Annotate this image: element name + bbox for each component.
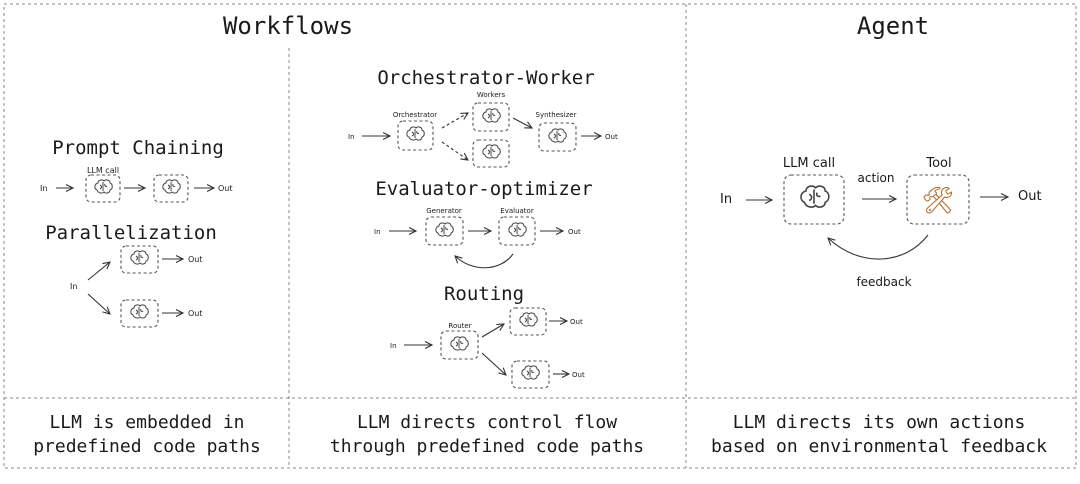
llm-node: [498, 216, 536, 246]
arrow: [441, 141, 468, 160]
routing-out2-label: Out: [572, 371, 585, 379]
llm-node: [85, 174, 121, 203]
routing-diagram: Routing In Router Out Out: [390, 283, 585, 389]
arrow: [441, 113, 468, 129]
llm-node: [440, 330, 479, 360]
feedback-loop-arrow: [455, 253, 514, 269]
llm-node: [397, 120, 434, 151]
brain-icon: [508, 222, 527, 237]
orchestrator-out-label: Out: [605, 133, 618, 141]
parallelization-title: Parallelization: [45, 222, 217, 244]
llm-node: [472, 102, 510, 132]
tool-node: [906, 174, 970, 225]
brain-icon: [800, 185, 830, 208]
agent-title: Agent: [857, 12, 929, 40]
arrow: [512, 117, 532, 128]
orchestrator-worker-diagram: Orchestrator-Worker In Orchestrator Work…: [348, 67, 618, 168]
orchestrator-worker-title: Orchestrator-Worker: [377, 67, 594, 89]
agent-caption-line2: based on environmental feedback: [711, 436, 1047, 457]
llm-call-label: LLM call: [87, 166, 119, 175]
llm-node: [472, 139, 510, 168]
orchestrator-label: Orchestrator: [393, 111, 437, 119]
synthesizer-label: Synthesizer: [536, 111, 577, 119]
routing-in-label: In: [390, 342, 397, 350]
orchestrator-in-label: In: [348, 133, 355, 141]
agent-llm-call-label: LLM call: [783, 156, 835, 171]
agent-out-label: Out: [1018, 189, 1042, 204]
llm-node: [153, 174, 189, 203]
agent-caption-line1: LLM directs its own actions: [733, 412, 1026, 433]
workers-label: Workers: [477, 91, 506, 99]
outer-frame: [3, 3, 1077, 469]
arrow: [481, 324, 504, 338]
brain-icon: [450, 336, 469, 351]
hammer-wrench-icon: 🛠: [921, 186, 954, 216]
evaluator-out-label: Out: [568, 228, 581, 236]
parallelization-in-label: In: [70, 282, 77, 291]
parallelization-out1-label: Out: [188, 255, 203, 264]
brain-icon: [130, 250, 149, 265]
generator-label: Generator: [426, 207, 462, 215]
router-label: Router: [448, 322, 471, 330]
action-label: action: [858, 171, 895, 185]
brain-icon: [162, 179, 181, 194]
agent-in-label: In: [720, 192, 732, 207]
arrow: [87, 293, 110, 314]
brain-icon: [406, 126, 425, 141]
llm-node: [538, 122, 577, 152]
prompt-chaining-diagram: Prompt Chaining In LLM call Out: [40, 137, 233, 203]
evaluator-label: Evaluator: [500, 207, 534, 215]
routing-out1-label: Out: [570, 318, 583, 326]
workflows-caption-line1: LLM is embedded in: [49, 412, 244, 433]
brain-icon: [482, 108, 501, 123]
arrow: [481, 352, 506, 375]
routing-title: Routing: [444, 283, 524, 305]
evaluator-optimizer-diagram: Evaluator-optimizer In Generator Evaluat…: [374, 178, 593, 269]
llm-node: [783, 174, 845, 225]
brain-icon: [482, 144, 501, 159]
brain-icon: [521, 365, 540, 380]
prompt-chaining-out-label: Out: [218, 184, 233, 193]
brain-icon: [548, 128, 567, 143]
llm-node: [425, 216, 464, 246]
parallelization-out2-label: Out: [188, 309, 203, 318]
prompt-chaining-title: Prompt Chaining: [52, 137, 224, 159]
parallelization-diagram: Parallelization In Out Out: [45, 222, 217, 328]
llm-node: [120, 299, 159, 328]
agent-loop-diagram: In LLM call action Tool 🛠 Out feedback: [720, 156, 1042, 289]
evaluator-in-label: In: [374, 228, 381, 236]
evaluator-optimizer-title: Evaluator-optimizer: [375, 178, 592, 200]
feedback-label: feedback: [856, 275, 911, 289]
feedback-arrow: [828, 234, 929, 260]
llm-node: [511, 360, 550, 389]
llm-node: [509, 307, 547, 336]
control-flow-caption-line1: LLM directs control flow: [357, 412, 617, 433]
brain-icon: [435, 222, 454, 237]
tool-label: Tool: [925, 156, 951, 171]
workflows-title: Workflows: [223, 12, 353, 40]
llm-node: [120, 245, 159, 274]
workflows-caption-line2: predefined code paths: [33, 436, 261, 457]
arrow: [87, 262, 110, 281]
prompt-chaining-in-label: In: [40, 184, 47, 193]
brain-icon: [519, 312, 538, 327]
brain-icon: [94, 179, 113, 194]
brain-icon: [130, 304, 149, 319]
control-flow-caption-line2: through predefined code paths: [330, 436, 644, 457]
